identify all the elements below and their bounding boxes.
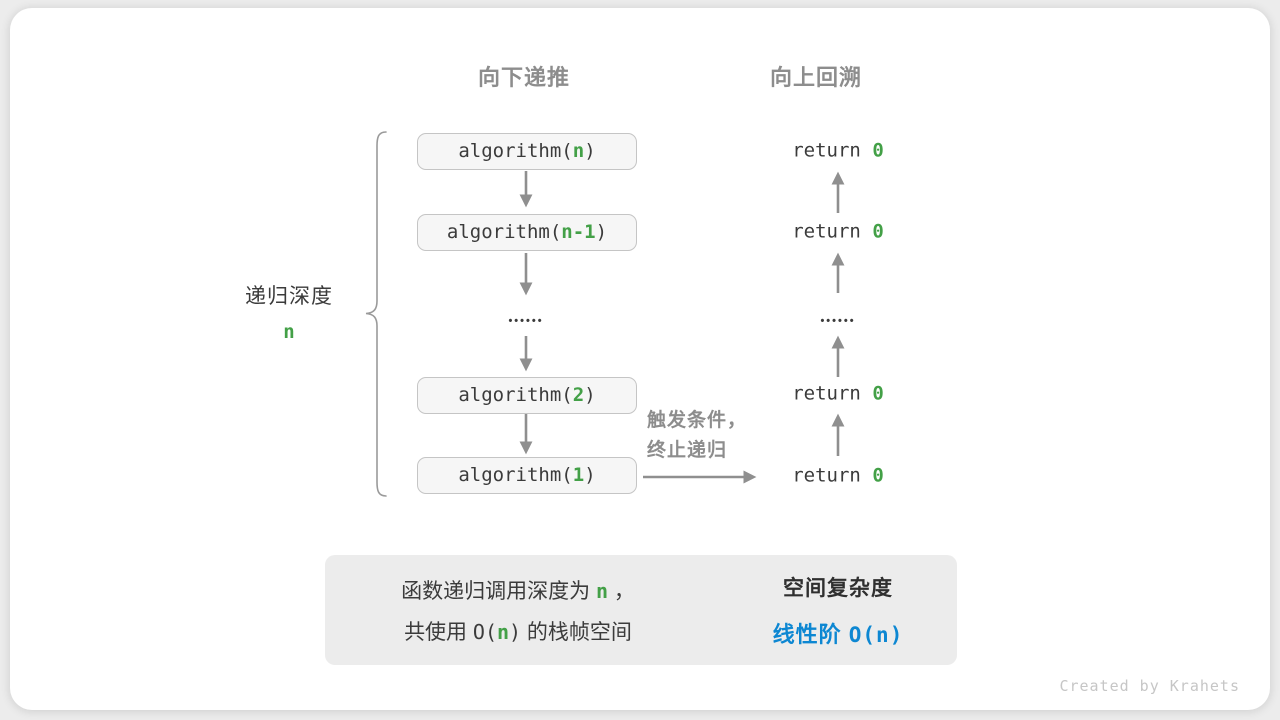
call-box-n: algorithm(n) <box>417 133 637 170</box>
header-backtrack-up: 向上回溯 <box>769 65 863 90</box>
call-paren: ) <box>584 384 596 406</box>
call-arg: n <box>572 140 585 162</box>
return-kw: return <box>792 139 873 162</box>
result-label: 线性阶 <box>772 622 849 647</box>
summary-panel <box>325 555 957 665</box>
return-kw: return <box>792 464 873 487</box>
return-kw: return <box>792 220 873 243</box>
call-paren: ) <box>595 221 608 243</box>
result-bigO-close: ) <box>889 623 904 647</box>
return-row-2: return 0 <box>792 221 884 244</box>
ellipsis-up: •••••• <box>820 315 856 327</box>
summary-line1-pre: 函数递归调用深度为 <box>401 580 596 603</box>
call-arg: 1 <box>572 464 585 486</box>
space-complexity-title: 空间复杂度 <box>783 577 893 600</box>
summary-line1-var: n <box>595 579 609 603</box>
call-box-n-1: algorithm(n-1) <box>417 214 637 251</box>
return-value: 0 <box>872 220 884 243</box>
return-row-4: return 0 <box>792 465 884 488</box>
trigger-note-line1: 触发条件， <box>647 410 748 431</box>
summary-bigO-open: O( <box>472 620 497 644</box>
header-recurse-down: 向下递推 <box>477 65 571 90</box>
call-arg: n-1 <box>561 221 596 243</box>
summary-left-text: 函数递归调用深度为 n ， 共使用 O(n) 的栈帧空间 <box>338 571 698 653</box>
summary-bigO-var: n <box>497 620 510 644</box>
return-value: 0 <box>872 464 884 487</box>
call-paren: ) <box>584 140 596 162</box>
result-bigO-open: O( <box>848 623 877 647</box>
return-value: 0 <box>872 382 884 405</box>
summary-line1: 函数递归调用深度为 n ， <box>338 571 698 612</box>
result-bigO-var: n <box>876 623 890 647</box>
return-value: 0 <box>872 139 884 162</box>
return-row-1: return 0 <box>792 140 884 163</box>
call-text: algorithm( <box>446 221 562 243</box>
trigger-note-line2: 终止递归 <box>647 440 728 461</box>
ellipsis-down: •••••• <box>508 315 544 327</box>
summary-bigO-close: ) <box>509 620 522 644</box>
summary-line2: 共使用 O(n) 的栈帧空间 <box>338 612 698 653</box>
call-text: algorithm( <box>458 464 573 486</box>
call-paren: ) <box>584 464 596 486</box>
depth-var: n <box>283 321 295 343</box>
summary-line2-post: 的栈帧空间 <box>521 621 632 644</box>
call-box-2: algorithm(2) <box>417 377 637 414</box>
depth-label: 递归深度 <box>245 285 333 308</box>
call-text: algorithm( <box>458 384 573 406</box>
space-complexity-result: 线性阶 O(n) <box>773 617 904 649</box>
call-text: algorithm( <box>458 140 573 162</box>
credit-text: Created by Krahets <box>1059 677 1240 695</box>
summary-line1-post: ， <box>608 580 635 603</box>
call-arg: 2 <box>572 384 585 406</box>
summary-line2-pre: 共使用 <box>404 621 473 644</box>
call-box-1: algorithm(1) <box>417 457 637 494</box>
return-row-3: return 0 <box>792 383 884 406</box>
return-kw: return <box>792 382 873 405</box>
trigger-note: 触发条件， 终止递归 <box>647 406 747 466</box>
